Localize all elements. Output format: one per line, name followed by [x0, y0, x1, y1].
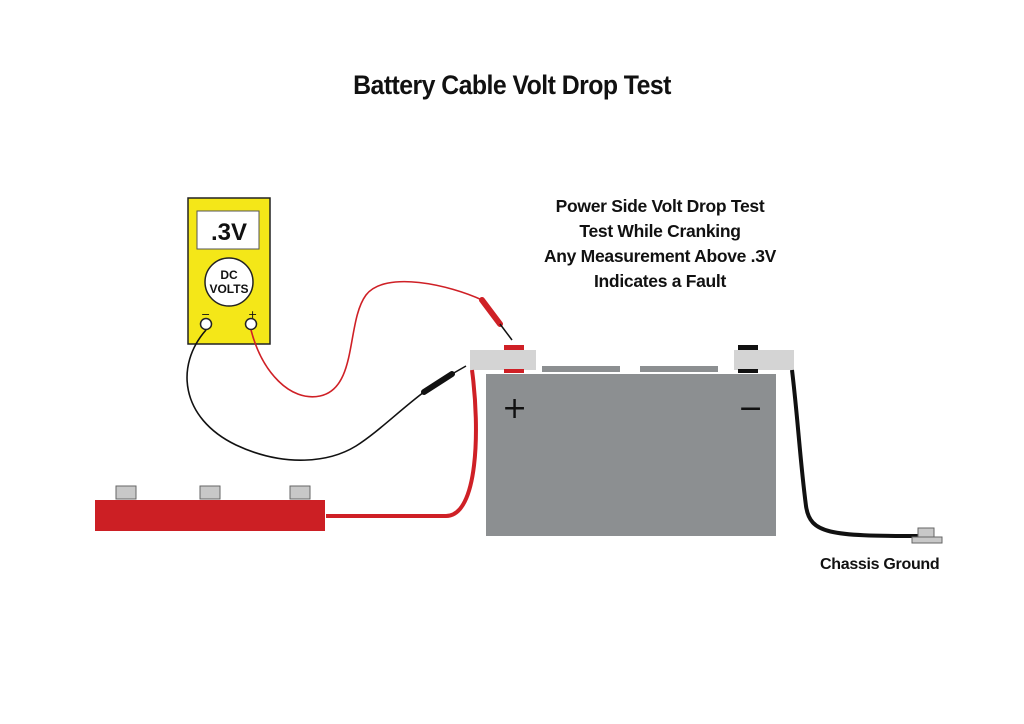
meter-dial — [204, 257, 254, 307]
meter-pos-jack — [244, 317, 258, 331]
red-test-lead — [250, 280, 483, 398]
battery-neg-symbol: − — [738, 391, 763, 426]
dial-label-volts: VOLTS — [209, 282, 248, 296]
chassis-ground-post — [911, 527, 943, 544]
chassis-ground-label: Chassis Ground — [820, 556, 940, 573]
meter-display — [196, 210, 260, 250]
meter-reading: .3V — [211, 219, 247, 246]
starter-post — [199, 485, 221, 500]
starter-bar — [95, 485, 325, 531]
test-instructions: Power Side Volt Drop Test Test While Cra… — [520, 194, 800, 294]
multimeter: .3V DC VOLTS − + — [187, 197, 271, 345]
black-probe — [421, 365, 467, 395]
meter-pos-symbol: + — [248, 308, 257, 321]
black-test-lead — [186, 329, 425, 461]
battery-top-cap — [542, 366, 620, 372]
battery-top-cap — [640, 366, 718, 372]
instruction-line: Test While Cranking — [579, 221, 741, 241]
positive-terminal — [470, 345, 536, 373]
starter-post — [289, 485, 311, 500]
battery: + − — [486, 366, 776, 536]
page-title: Battery Cable Volt Drop Test — [353, 70, 671, 100]
instruction-line: Indicates a Fault — [593, 271, 727, 291]
positive-battery-cable — [326, 369, 478, 518]
instruction-line: Any Measurement Above .3V — [543, 246, 777, 266]
dial-label-dc: DC — [220, 268, 238, 282]
instruction-line: Power Side Volt Drop Test — [555, 196, 765, 216]
meter-neg-jack — [199, 317, 213, 331]
battery-pos-symbol: + — [502, 391, 527, 426]
negative-battery-cable — [790, 369, 919, 538]
battery-body — [486, 374, 776, 536]
red-probe — [479, 297, 513, 341]
meter-neg-symbol: − — [201, 308, 210, 321]
negative-terminal — [734, 345, 794, 373]
starter-post — [115, 485, 137, 500]
